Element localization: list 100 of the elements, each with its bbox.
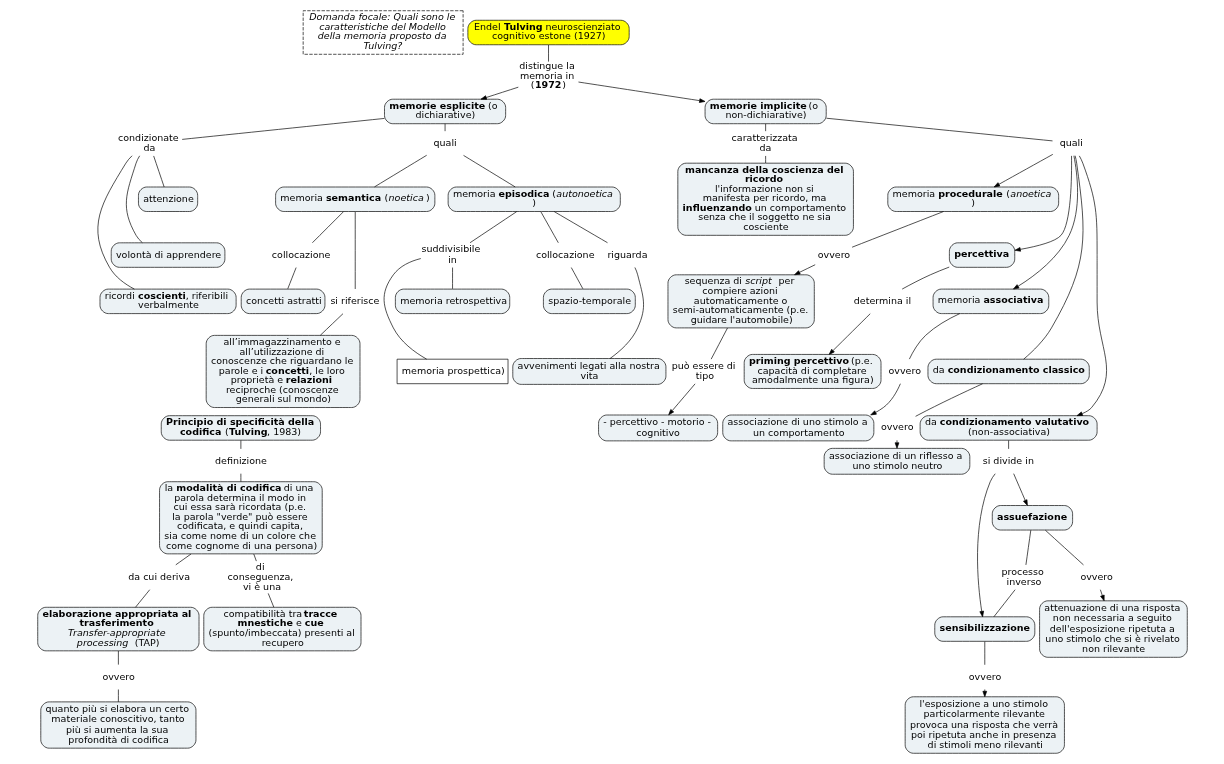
node-box: associazione di uno stimolo a un comportamento [721,414,874,442]
connector [825,117,1053,142]
arrow [1099,589,1104,602]
connector [383,258,427,360]
node-box: spazio-temporale [542,288,636,314]
arrow [869,383,901,416]
connector [993,589,1015,618]
node-box: ricordi coscienti, riferibili verbalmente [99,288,236,314]
node-text: determina il [853,294,911,306]
node-box: attenzione [137,186,198,212]
arrow [982,689,987,698]
connector [319,313,343,336]
arrow [577,81,705,103]
node-text: condizionate da [117,131,179,154]
node-box: concetti astratti [240,288,325,314]
node-text: ovvero [817,248,850,260]
node-box: Principio di specificità della codifica (Tulving, 1983) [160,415,321,441]
node-box: memoria procedurale (anoetica ) [886,186,1059,212]
arrow [1012,473,1028,506]
node-text: ovvero [101,670,135,682]
arrow [1012,155,1078,290]
node-box: da condizionamento classico [927,358,1090,385]
node-text: distingue la memoria in (1972) [518,60,575,91]
connector [710,327,728,360]
node-text: ovvero [1079,570,1113,582]
connector [181,118,385,140]
node-text: da cui deriva [127,570,190,582]
connector [540,211,559,244]
node-box: volontà di apprendere [110,242,225,268]
arrow [667,383,695,416]
connector [267,593,274,608]
node-text: riguarda [606,248,647,260]
node-box: sequenza di script per compiere azioni automaticamente o semi-automaticamente (p.e. guidare l'automobile) [667,274,815,329]
node-box: - percettivo - motorio - cognitivo [597,414,718,442]
node-box: Endel Tulving neuroscienziato cognitivo estone (1927) [467,19,629,46]
arrow [480,86,519,100]
connector [97,155,135,290]
node-box: memoria associativa [932,288,1049,314]
arrow [976,473,996,618]
connector [1025,529,1031,566]
connector [125,155,143,244]
connector [354,211,356,290]
node-box: assuefazione [991,505,1073,531]
node-text: si riferisce [329,294,379,306]
node-box: memorie implicite (o non-dichiarative) [704,98,827,125]
connector [901,266,950,290]
node-box: attenuazione di una risposta non necessaria a seguito dell'esposizione ripetuta a uno stimolo che si è rivelato non rilevante [1038,600,1188,658]
node-box: memoria retrospettiva [394,288,510,314]
node-text: collocazione [271,248,330,260]
connector [1022,155,1083,360]
node-text: di conseguenza, vi è una [227,560,293,593]
connector [311,211,344,244]
node-text: collocazione [535,248,595,260]
node-box: memoria prospettica) [396,358,508,385]
node-box: memoria semantica (noetica ) [274,186,435,212]
node-box: la modalità di codifica di una parola determina il modo in cui essa sarà ricordata (p.e. la parola "verde" può essere codificata, e quindi capita, sia come nome di un colore che come cognome di una persona) [158,481,323,555]
connector [553,211,608,244]
arrow [828,313,871,355]
node-text: suddivisibile in [421,243,480,265]
connector [547,44,549,62]
node-box: percettiva [948,242,1015,268]
connector [851,211,944,248]
connector [764,155,766,164]
node-box: compatibilità tra tracce mnestiche e cue (spunto/imbeccata) presenti al recupero [202,606,361,652]
node-text: ovvero [880,421,913,433]
node-box: da condizionamento valutativo (non-associativa) [919,415,1097,441]
node-box: associazione di un riflesso a uno stimolo neutro [823,448,970,475]
connector [134,589,150,608]
node-text: si divide in [982,454,1034,466]
connector [174,553,191,566]
node-box: mancanza della coscienza del ricordo l'informazione non si manifesta per ricordo, ma influenzando un comportamento senza che il soggetto ne sia cosciente [677,162,854,236]
connector [152,155,164,188]
node-box: elaborazione appropriata al trasferimento Transfer-appropriate processing (TAP) [36,606,199,652]
node-box: all’immagazzinamento e all’utilizzazione di conoscenze che riguardano le parole e i concetti, le loro proprietà e relazioni reciproche (conoscenze generali sul mondo) [205,335,360,408]
node-box: priming percettivo (p.e. capacità di completare amodalmente una figura) [743,354,881,389]
node-text: ovvero [887,364,921,376]
node-text: può essere di tipo [671,359,736,382]
connector [240,473,241,483]
arrow [793,264,816,276]
node-box: Domanda focale: Quali sono le caratteristiche del Modello della memoria proposto da Tulving? [302,10,463,55]
connector [462,155,515,188]
node-box: memorie esplicite (o dichiarative) [383,98,506,125]
arrow [894,440,899,449]
connector [373,154,427,188]
node-text: quali [1059,136,1083,148]
node-text: caratterizzata da [731,131,798,154]
connector [908,313,960,360]
arrow [1076,155,1107,416]
node-box: avvenimenti legati alla nostra vita [511,358,666,385]
node-text: processo inverso [1000,565,1044,587]
connector [1044,529,1084,566]
node-text: quali [433,136,457,148]
connector [914,383,983,417]
node-box: l'esposizione a uno stimolo particolarmente rilevante provoca una risposta che verrà poi ripetuta anche in presenza di stimoli meno rilevanti [904,696,1065,754]
node-box: quanto più si elabora un certo materiale conoscitivo, tanto più si aumenta la sua profondità di codifica [39,701,196,749]
node-box: sensibilizzazione [933,616,1035,642]
connector [609,267,644,359]
node-text: ovvero [968,670,1001,682]
connector [469,211,517,244]
connector [570,267,583,290]
